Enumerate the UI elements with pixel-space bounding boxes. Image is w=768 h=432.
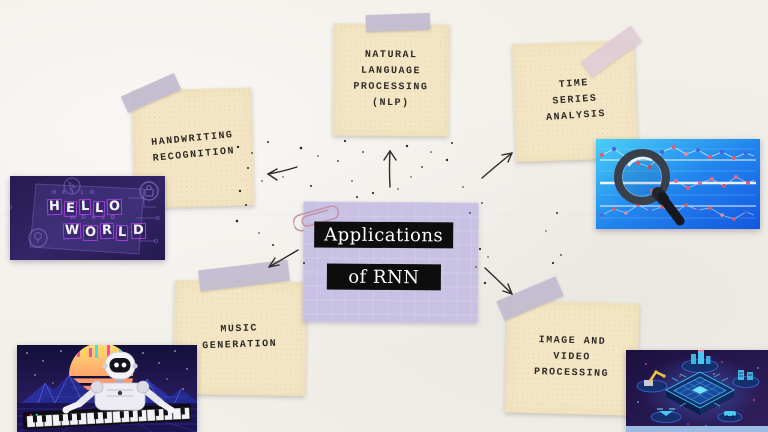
image-bottom-strip [626, 426, 768, 432]
title-text-line1: Applications [324, 224, 444, 246]
hello-tiny-label: HELLO [52, 190, 101, 196]
arrow-to-time-series [481, 152, 513, 179]
disc-car [717, 411, 743, 423]
arrow-to-nlp [383, 150, 397, 188]
bulb-icon [28, 228, 48, 248]
arrow-to-image-video [484, 267, 513, 295]
disc-robotic-arm [636, 370, 668, 393]
disc-drone [650, 408, 682, 423]
circuit-traces [10, 197, 161, 244]
note-label-music: MUSIC GENERATION [202, 323, 278, 353]
time-series-chart-image[interactable] [596, 139, 760, 229]
title-highlight-line1: Applications [314, 221, 454, 249]
disc-servers [732, 370, 760, 388]
title-text-line2: of RNN [348, 266, 420, 288]
robot-piano-image[interactable] [17, 345, 197, 432]
sticky-note-nlp[interactable]: NATURAL LANGUAGE PROCESSING (NLP) [332, 23, 450, 137]
keyboard [22, 403, 192, 430]
hello-world-background [10, 176, 165, 260]
stars [26, 350, 188, 390]
cursor-icon [63, 177, 81, 195]
title-highlight-line2: of RNN [326, 263, 441, 291]
note-label-time-series: TIME SERIES ANALYSIS [545, 78, 607, 125]
washi-tape-nlp [365, 12, 431, 33]
ai-chip-isometric-image[interactable] [626, 350, 768, 432]
note-label-image-video: IMAGE AND VIDEO PROCESSING [533, 335, 610, 380]
lock-icon [139, 181, 159, 201]
center-card-applications-of-rnn[interactable]: Applications of RNN [292, 201, 479, 323]
paperclip-icon [292, 205, 340, 232]
magnifier-icon [614, 149, 685, 226]
arrow-to-handwriting [267, 166, 298, 181]
robot [62, 351, 175, 414]
sticky-note-image-video[interactable]: IMAGE AND VIDEO PROCESSING [504, 300, 640, 416]
disc-buildings [681, 350, 719, 373]
note-label-nlp: NATURAL LANGUAGE PROCESSING (NLP) [353, 49, 429, 110]
world-tiny-label: WORLD [70, 215, 121, 221]
cpu-chip-icon [665, 371, 735, 415]
note-label-handwriting: HANDWRITING RECOGNITION [150, 130, 236, 165]
